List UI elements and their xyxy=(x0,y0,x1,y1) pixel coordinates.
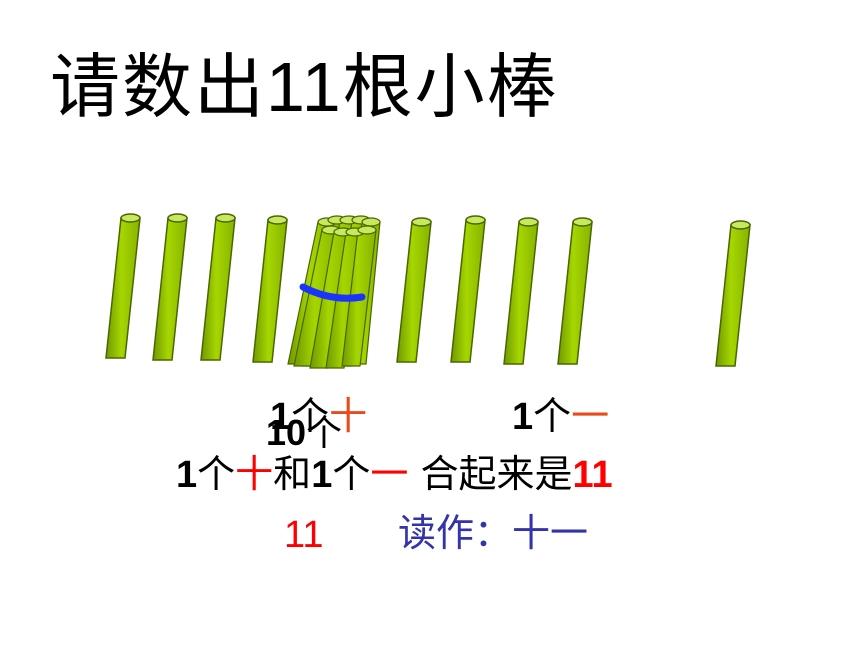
bundle-band xyxy=(299,283,366,302)
ones-label: 1个一 xyxy=(512,397,609,436)
sentence-unit-2: 个 xyxy=(332,452,371,496)
ten-count-unit: 个 xyxy=(306,413,343,454)
stick xyxy=(252,215,288,363)
reading-number: 11 xyxy=(284,514,324,556)
reading-line: 读作：十一 xyxy=(398,514,588,552)
sentence-count-2: 1 xyxy=(311,454,333,496)
stick xyxy=(450,215,486,363)
tens-label-unit: 个 xyxy=(291,394,330,438)
stick xyxy=(105,213,141,359)
sentence-count-1: 1 xyxy=(176,454,198,496)
stick xyxy=(396,217,432,363)
stick xyxy=(152,213,188,361)
stick xyxy=(557,217,593,365)
tens-label-count: 1 xyxy=(270,396,292,438)
sentence-and: 和 xyxy=(273,452,312,496)
ten-count-number: 10 xyxy=(266,412,307,453)
page-title: 请数出11根小棒 xyxy=(50,52,559,122)
title-suffix: 根小棒 xyxy=(342,46,559,128)
tens-label-word: 十 xyxy=(329,394,368,438)
stick-single-one xyxy=(715,220,751,367)
ones-label-unit: 个 xyxy=(533,394,572,438)
stick-bundle xyxy=(287,215,381,369)
sentence-result: 11 xyxy=(572,454,613,496)
reading-label: 读作： xyxy=(398,511,513,555)
combine-sentence: 1个十和1个一 合起来是11 xyxy=(176,455,613,494)
ten-count-label: 10个 xyxy=(266,415,342,452)
title-prefix: 请数出 xyxy=(50,46,266,128)
tens-label: 1个十 xyxy=(270,397,367,436)
sentence-word-one: 一 xyxy=(370,452,409,496)
title-number: 11 xyxy=(266,48,343,126)
ones-label-count: 1 xyxy=(512,396,534,438)
stick xyxy=(503,217,539,365)
sentence-unit-1: 个 xyxy=(197,452,236,496)
reading-word: 十一 xyxy=(512,511,589,555)
sentence-word-ten: 十 xyxy=(235,452,274,496)
stick xyxy=(200,213,236,361)
sentence-rest: 合起来是 xyxy=(408,452,573,496)
ones-label-word: 一 xyxy=(571,394,610,438)
